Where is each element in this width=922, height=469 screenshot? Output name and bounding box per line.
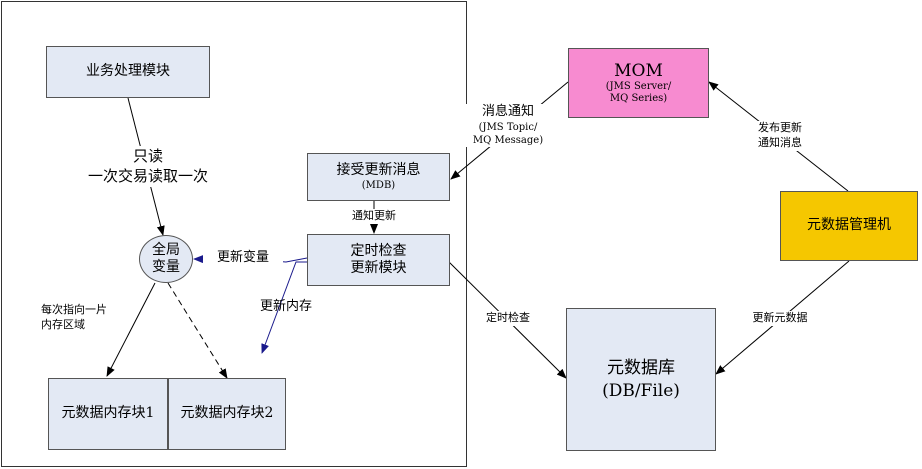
global-variable-node[interactable]: 全局 变量: [139, 235, 193, 283]
edge-global-to-block2: [167, 282, 228, 379]
receive-update-module[interactable]: 接受更新消息 (MDB): [307, 153, 450, 201]
edge-global-to-block1: [106, 282, 156, 377]
global-variable-line2: 变量: [152, 259, 180, 275]
readonly-line1: 只读: [132, 147, 163, 165]
timer-check-module[interactable]: 定时检查 更新模块: [307, 234, 450, 286]
publish-line2: 通知消息: [758, 135, 802, 149]
msg-notify-sub-2: MQ Message): [472, 134, 544, 146]
mom-sub-2: MQ Series): [609, 92, 668, 104]
msg-notify-sub-1: (JMS Topic/: [478, 121, 538, 133]
update-metadata-text: 更新元数据: [752, 311, 808, 324]
database-line2: (DB/File): [602, 380, 680, 401]
memory-block-1[interactable]: 元数据内存块1: [48, 378, 168, 450]
update-variable-label: 更新变量: [203, 249, 283, 267]
business-module-label: 业务处理模块: [86, 63, 170, 80]
global-variable-line1: 全局: [152, 242, 180, 259]
update-memory-text: 更新内存: [259, 299, 312, 314]
timed-check-text: 定时检查: [486, 311, 530, 324]
business-module[interactable]: 业务处理模块: [46, 46, 210, 98]
timed-check-label: 定时检查: [476, 311, 540, 326]
update-metadata-label: 更新元数据: [744, 311, 816, 326]
readonly-label: 只读 一次交易读取一次: [48, 146, 248, 187]
point-to-label: 每次指向一片 内存区域: [41, 303, 121, 333]
memory-block-2[interactable]: 元数据内存块2: [168, 378, 286, 450]
update-memory-label: 更新内存: [246, 298, 326, 316]
point-to-line1: 每次指向一片: [41, 303, 107, 316]
update-variable-text: 更新变量: [216, 250, 269, 265]
timer-check-line1: 定时检查: [350, 242, 407, 259]
point-to-line2: 内存区域: [41, 317, 85, 331]
mom-node[interactable]: MOM (JMS Server/ MQ Series): [568, 48, 709, 118]
database-line1: 元数据库: [607, 358, 675, 379]
timer-check-line2: 更新模块: [350, 260, 407, 276]
notify-update-text: 通知更新: [352, 209, 396, 222]
memory-block-2-label: 元数据内存块2: [180, 405, 274, 422]
msg-notify-title: 消息通知: [481, 104, 534, 119]
publish-line1: 发布更新: [758, 121, 802, 134]
edge-timer-to-memory: [261, 261, 307, 354]
mom-sub-1: (JMS Server/: [605, 81, 672, 93]
receive-update-sub: (MDB): [361, 179, 396, 191]
notify-update-label: 通知更新: [334, 209, 414, 224]
publish-label: 发布更新 通知消息: [744, 121, 816, 151]
mom-title: MOM: [614, 60, 663, 81]
metadata-manager-node[interactable]: 元数据管理机: [780, 191, 918, 261]
readonly-line2: 一次交易读取一次: [87, 167, 208, 186]
metadata-manager-label: 元数据管理机: [807, 217, 891, 234]
memory-block-1-label: 元数据内存块1: [61, 405, 155, 422]
receive-update-title: 接受更新消息: [336, 162, 421, 178]
msg-notify-label: 消息通知 (JMS Topic/ MQ Message): [458, 104, 558, 147]
app-server-frame: [1, 1, 467, 467]
metadata-database-node[interactable]: 元数据库 (DB/File): [566, 308, 716, 451]
